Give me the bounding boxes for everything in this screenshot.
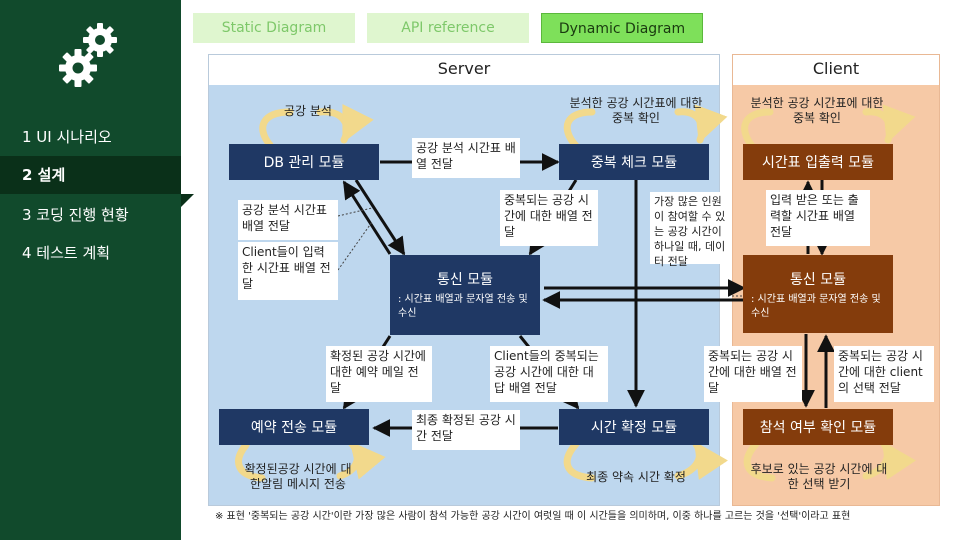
client-comm-title: 통신 모듈 <box>790 272 846 288</box>
server-comm-title: 통신 모듈 <box>437 272 493 288</box>
label-space-analysis: 공강 분석 <box>284 104 332 118</box>
sidebar-item-ui-scenario[interactable]: 1 UI 시나리오 <box>22 128 112 146</box>
sidebar-item-test-plan[interactable]: 4 테스트 계획 <box>22 244 111 262</box>
server-comm-module: 통신 모듈 : 시간표 배열과 문자열 전송 및 수신 <box>390 255 540 335</box>
note-final-time: 최종 확정된 공강 시간 전달 <box>412 410 520 450</box>
time-confirm-module: 시간 확정 모듈 <box>559 409 709 445</box>
footer-note: ※ 표현 '중복되는 공강 시간'이란 가장 많은 사람이 참석 가능한 공강 … <box>215 511 851 522</box>
client-title: Client <box>733 55 939 85</box>
client-comm-sub: : 시간표 배열과 문자열 전송 및 수신 <box>751 294 881 319</box>
note-client-input: Client들이 입력한 시간표 배열 전달 <box>238 242 338 300</box>
server-title: Server <box>209 55 719 85</box>
note-analysis-to-comm: 공강 분석 시간표 배열 전달 <box>238 200 338 240</box>
client-comm-module: 통신 모듈 : 시간표 배열과 문자열 전송 및 수신 <box>743 255 893 333</box>
sidebar-item-coding-progress[interactable]: 3 코딩 진행 현황 <box>22 206 129 224</box>
db-module: DB 관리 모듈 <box>229 144 379 180</box>
note-analysis-to-dup: 공강 분석 시간표 배열 전달 <box>412 138 520 178</box>
label-candidates: 후보로 있는 공강 시간에 대한 선택 받기 <box>750 462 888 491</box>
note-answer-array: Client들의 중복되는 공강 시간에 대한 대답 배열 전달 <box>490 346 608 402</box>
label-client-dup-check: 분석한 공강 시간표에 대한 중복 확인 <box>750 96 884 125</box>
timetable-io-module: 시간표 입출력 모듈 <box>743 144 893 180</box>
tab-dynamic-diagram[interactable]: Dynamic Diagram <box>541 13 703 43</box>
sidebar <box>0 0 181 540</box>
note-single-slot: 가장 많은 인원이 참여할 수 있는 공강 시간이 하나일 때, 데이터 전달 <box>650 192 732 268</box>
note-dup-array: 중복되는 공강 시간에 대한 배열 전달 <box>500 190 598 246</box>
note-reserve-mail: 확정된 공강 시간에 대한 예약 메일 전달 <box>326 346 432 402</box>
attendance-check-module: 참석 여부 확인 모듈 <box>743 409 893 445</box>
gear-icon <box>59 23 117 87</box>
sidebar-item-design[interactable]: 2 설계 <box>0 156 181 194</box>
active-indicator <box>181 194 194 207</box>
label-dup-check: 분석한 공강 시간표에 대한 중복 확인 <box>569 96 703 125</box>
tab-static-diagram[interactable]: Static Diagram <box>193 13 355 43</box>
server-comm-sub: : 시간표 배열과 문자열 전송 및 수신 <box>398 294 528 319</box>
note-client-choice: 중복되는 공강 시간에 대한 client의 선택 전달 <box>834 346 934 402</box>
label-final-confirm: 최종 약속 시간 확정 <box>586 470 686 484</box>
tab-api-reference[interactable]: API reference <box>367 13 529 43</box>
reserve-send-module: 예약 전송 모듈 <box>219 409 369 445</box>
note-io-array: 입력 받은 또는 출력할 시간표 배열 전달 <box>766 190 870 246</box>
label-reserve-msg: 확정된공강 시간에 대한알림 메시지 전송 <box>244 462 352 491</box>
note-client-dup-array: 중복되는 공강 시간에 대한 배열 전달 <box>704 346 802 402</box>
dup-check-module: 중복 체크 모듈 <box>559 144 709 180</box>
